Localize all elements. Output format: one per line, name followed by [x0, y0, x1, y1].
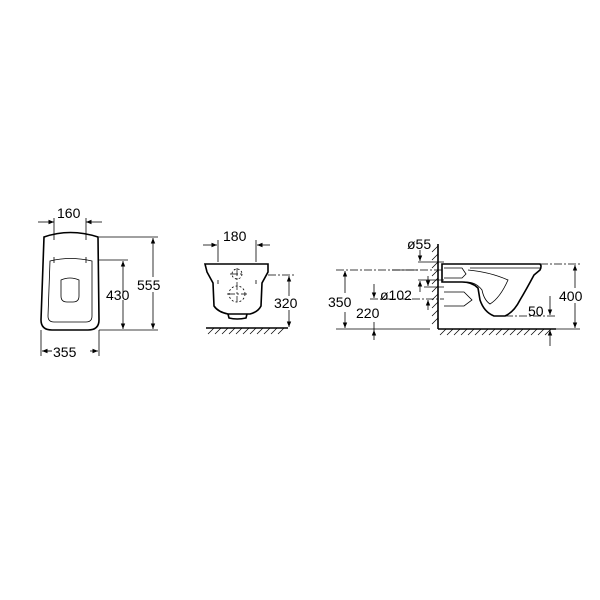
front-view-base: [227, 313, 248, 320]
dim-label-555: 555: [137, 277, 161, 293]
wall-hatch: [431, 245, 439, 325]
dim-label-220: 220: [356, 305, 380, 321]
front-view: 180 320: [203, 228, 298, 335]
side-view-trap: [465, 269, 509, 305]
dim-label-355: 355: [53, 344, 77, 360]
side-view-inlet: [444, 267, 467, 279]
dim-label-350: 350: [328, 294, 352, 310]
dim-label-430: 430: [106, 287, 130, 303]
floor-hatch: [439, 328, 552, 336]
side-view-outlet: [444, 291, 473, 307]
dim-label-dia102: ø102: [380, 287, 412, 303]
floor-hatch: [207, 327, 285, 335]
dim-label-50: 50: [528, 303, 544, 319]
top-view-seat: [47, 258, 93, 323]
dim-label-dia55: ø55: [407, 236, 431, 252]
top-view-bowl-opening: [60, 277, 80, 303]
dim-label-160: 160: [57, 205, 81, 221]
side-view: ø55 ø102 350 220 400 50: [328, 236, 583, 346]
top-view-outline: [40, 231, 100, 331]
dim-label-180: 180: [223, 228, 247, 244]
top-view: 160 430 555 355: [38, 205, 161, 360]
front-view-outline: [203, 263, 269, 315]
dim-label-320: 320: [274, 295, 298, 311]
dim-label-400: 400: [559, 288, 583, 304]
side-view-outline: [441, 263, 542, 317]
